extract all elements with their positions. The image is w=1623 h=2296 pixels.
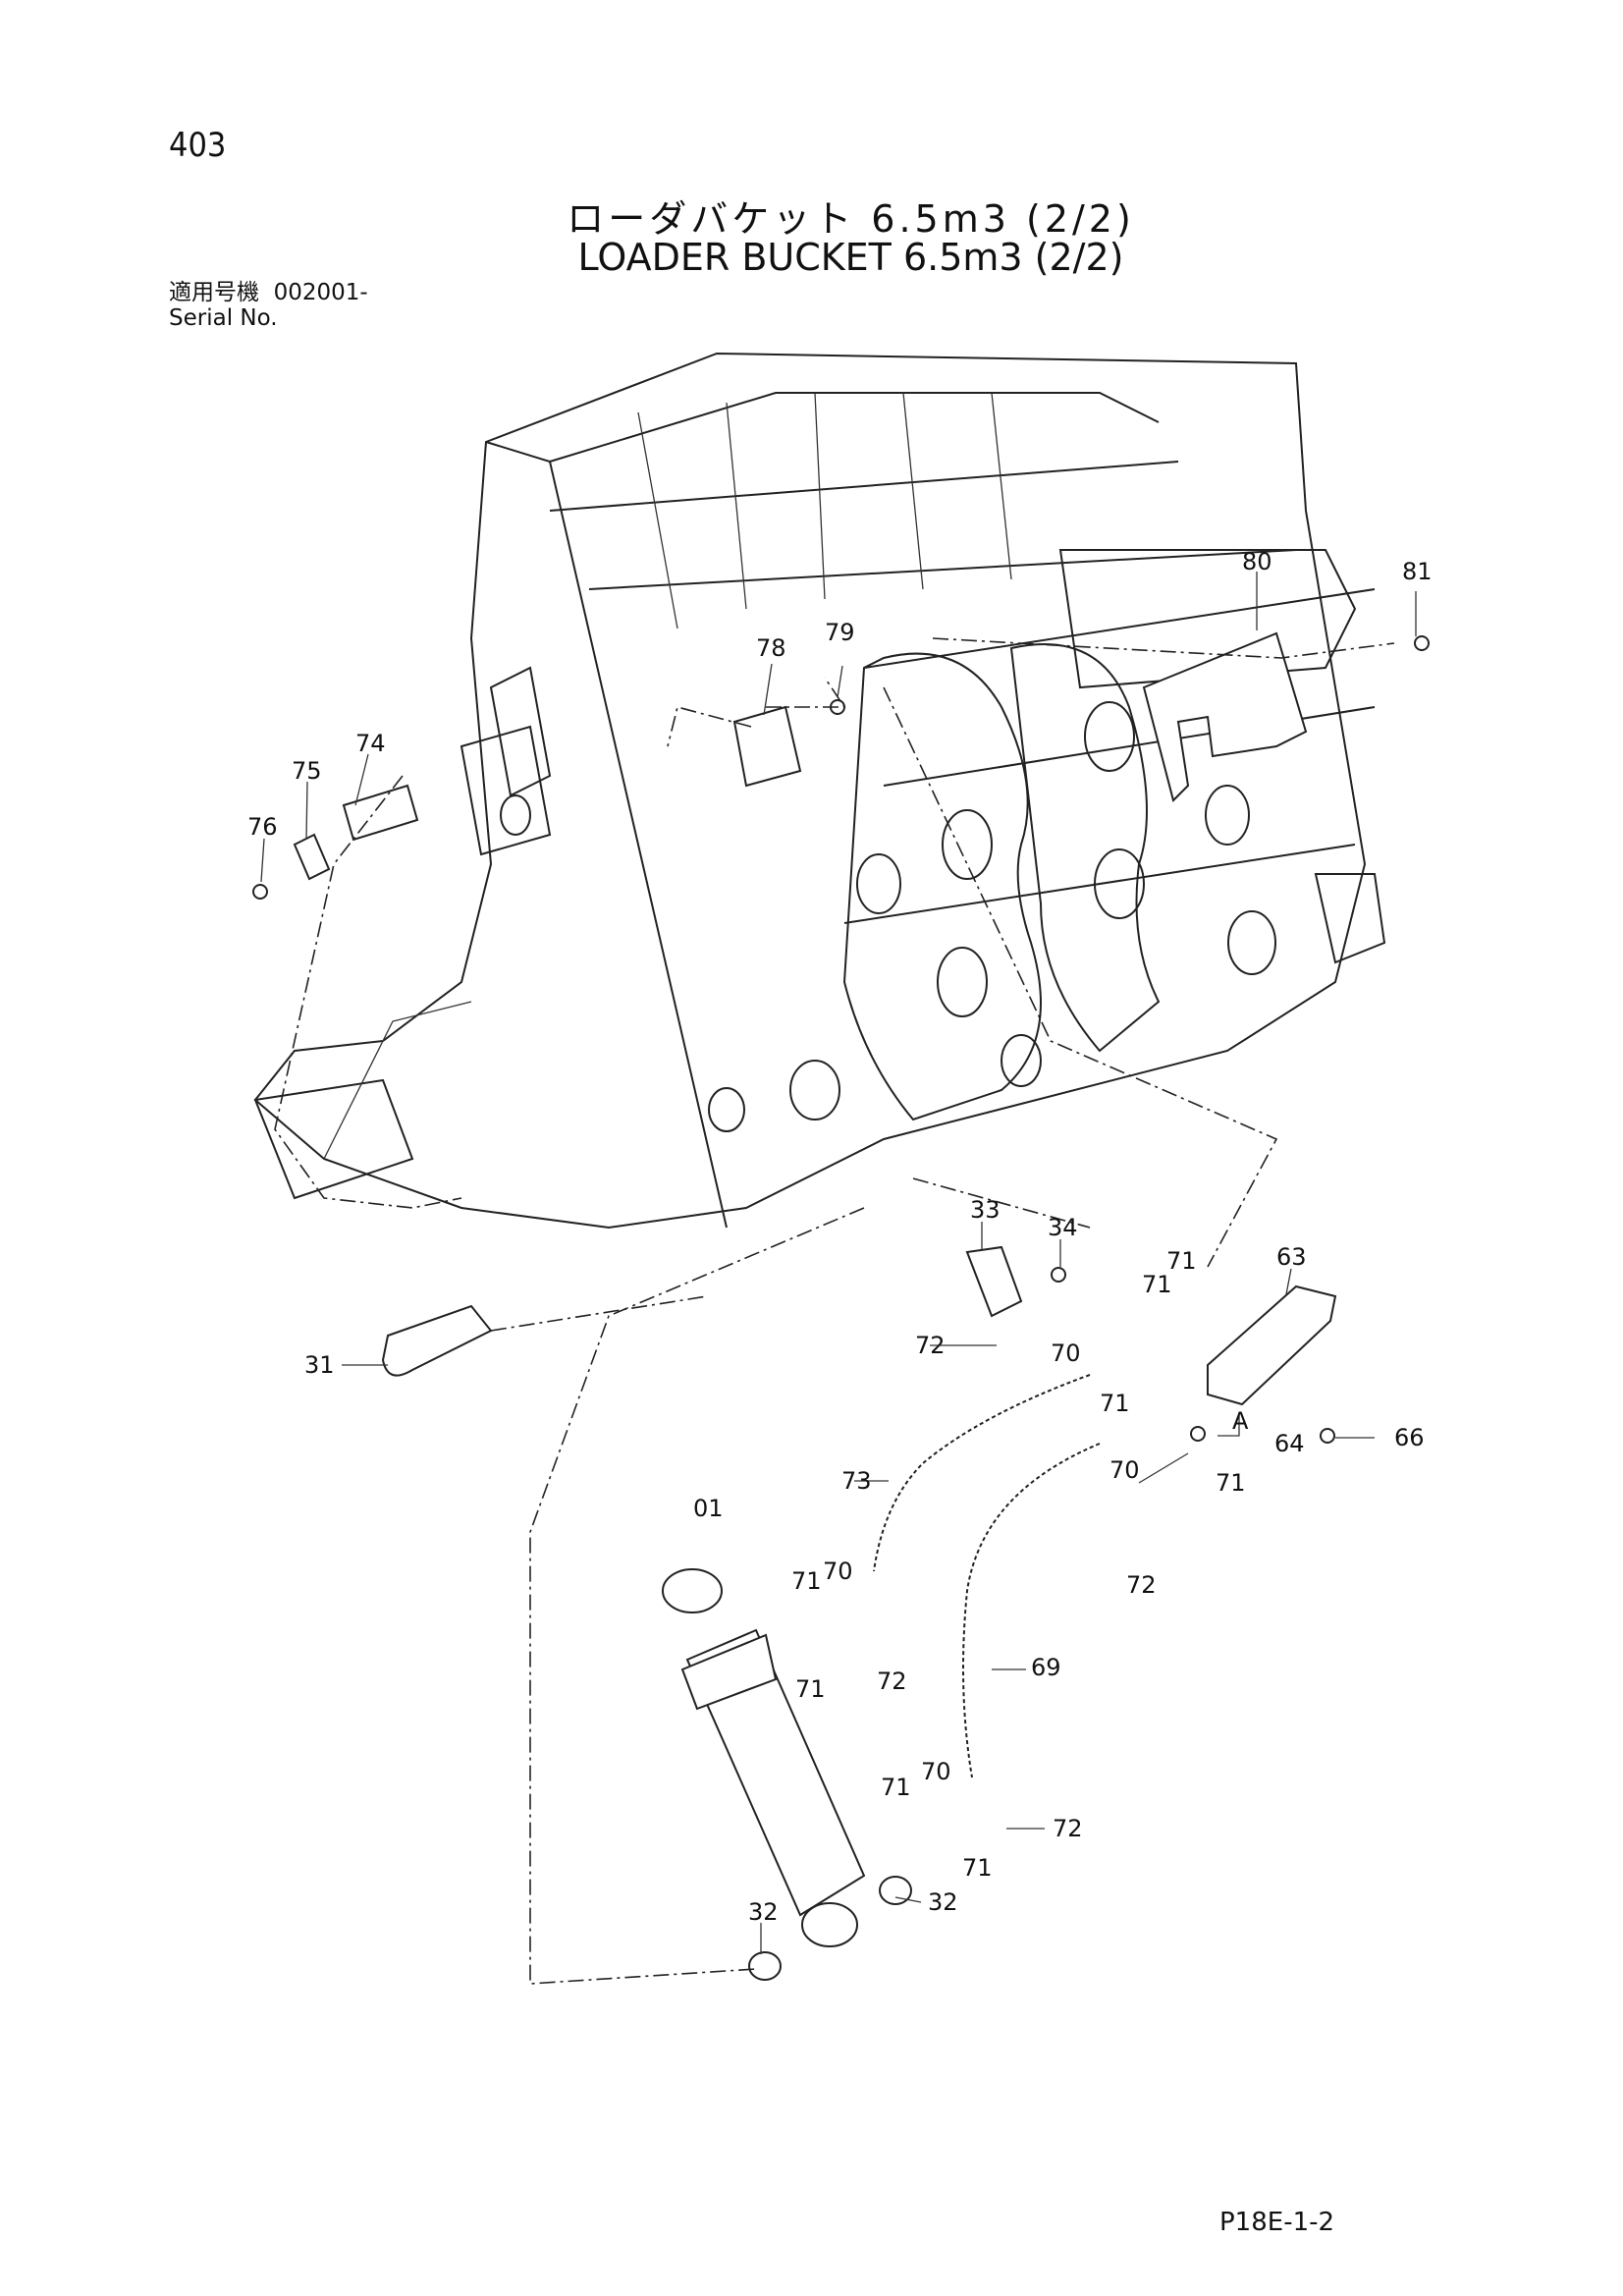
- cover-plate-80: [1142, 631, 1308, 802]
- callout-70c: 70: [823, 1558, 853, 1585]
- block-63: [1207, 1285, 1337, 1406]
- callout-71g: 71: [881, 1774, 911, 1801]
- callout-63: 63: [1276, 1243, 1307, 1271]
- serial-block: 適用号機 002001- Serial No.: [169, 280, 368, 331]
- assembly-lines: [274, 637, 1395, 1985]
- callout-72b: 72: [1126, 1571, 1157, 1599]
- callout-75: 75: [292, 757, 322, 785]
- seal-32a: [748, 1951, 782, 1981]
- callout-labels: 80 81 79 78 74 75 76 31 33 34 63 71 71 7…: [247, 548, 1433, 1926]
- serial-label-jp: 適用号機: [169, 280, 259, 305]
- callout-71b: 71: [1142, 1271, 1172, 1298]
- callout-80: 80: [1242, 548, 1272, 575]
- callout-64: 64: [1274, 1430, 1305, 1457]
- callout-71d: 71: [1216, 1469, 1246, 1497]
- title-japanese: ローダバケット 6.5m3 (2/2): [567, 197, 1135, 241]
- callout-32a: 32: [748, 1898, 779, 1926]
- cylinder-01: [662, 1568, 866, 1947]
- page-number: 403: [169, 126, 227, 165]
- callout-73: 73: [841, 1467, 872, 1495]
- callout-71h: 71: [962, 1854, 993, 1882]
- callout-66: 66: [1394, 1424, 1425, 1451]
- bolt-81: [1414, 635, 1430, 651]
- callout-72c: 72: [877, 1667, 907, 1695]
- callout-31: 31: [304, 1351, 335, 1379]
- pin-74: [342, 784, 419, 842]
- serial-label-en: Serial No.: [169, 305, 278, 331]
- callout-72d: 72: [1053, 1815, 1083, 1842]
- callout-81: 81: [1402, 558, 1433, 585]
- callout-78: 78: [756, 634, 786, 662]
- callout-79: 79: [825, 619, 855, 646]
- hose-73: [873, 1374, 1091, 1572]
- callout-71f: 71: [795, 1675, 826, 1703]
- bracket-33: [965, 1245, 1023, 1318]
- callout-71a: 71: [1166, 1247, 1197, 1275]
- leader-lines: [260, 572, 1417, 1954]
- callout-01: 01: [693, 1495, 724, 1522]
- callout-69: 69: [1031, 1654, 1061, 1681]
- serial-value: 002001-: [273, 280, 368, 305]
- callout-34: 34: [1048, 1214, 1078, 1241]
- callout-70b: 70: [1109, 1456, 1140, 1484]
- cover-plate-78: [732, 705, 802, 788]
- callout-76: 76: [247, 813, 278, 841]
- bolt-76: [252, 884, 268, 900]
- callout-71e: 71: [791, 1567, 822, 1595]
- bolt-34: [1051, 1267, 1066, 1283]
- seal-32b: [879, 1876, 912, 1905]
- hose-69: [962, 1443, 1101, 1778]
- callout-72a: 72: [915, 1332, 946, 1359]
- callout-70d: 70: [921, 1758, 951, 1785]
- plate-75: [293, 833, 331, 881]
- nut-64: [1190, 1426, 1206, 1442]
- pin-31: [381, 1304, 493, 1377]
- callout-A: A: [1232, 1407, 1249, 1435]
- bolt-66: [1320, 1428, 1335, 1444]
- callout-32b: 32: [928, 1888, 958, 1916]
- callout-33: 33: [970, 1196, 1001, 1224]
- callout-71c: 71: [1100, 1390, 1130, 1417]
- callout-74: 74: [355, 730, 386, 757]
- footer-code: P18E-1-2: [1219, 2208, 1335, 2237]
- callout-70a: 70: [1051, 1339, 1081, 1367]
- title-english: LOADER BUCKET 6.5m3 (2/2): [577, 236, 1124, 279]
- bucket-frame: [253, 352, 1386, 1230]
